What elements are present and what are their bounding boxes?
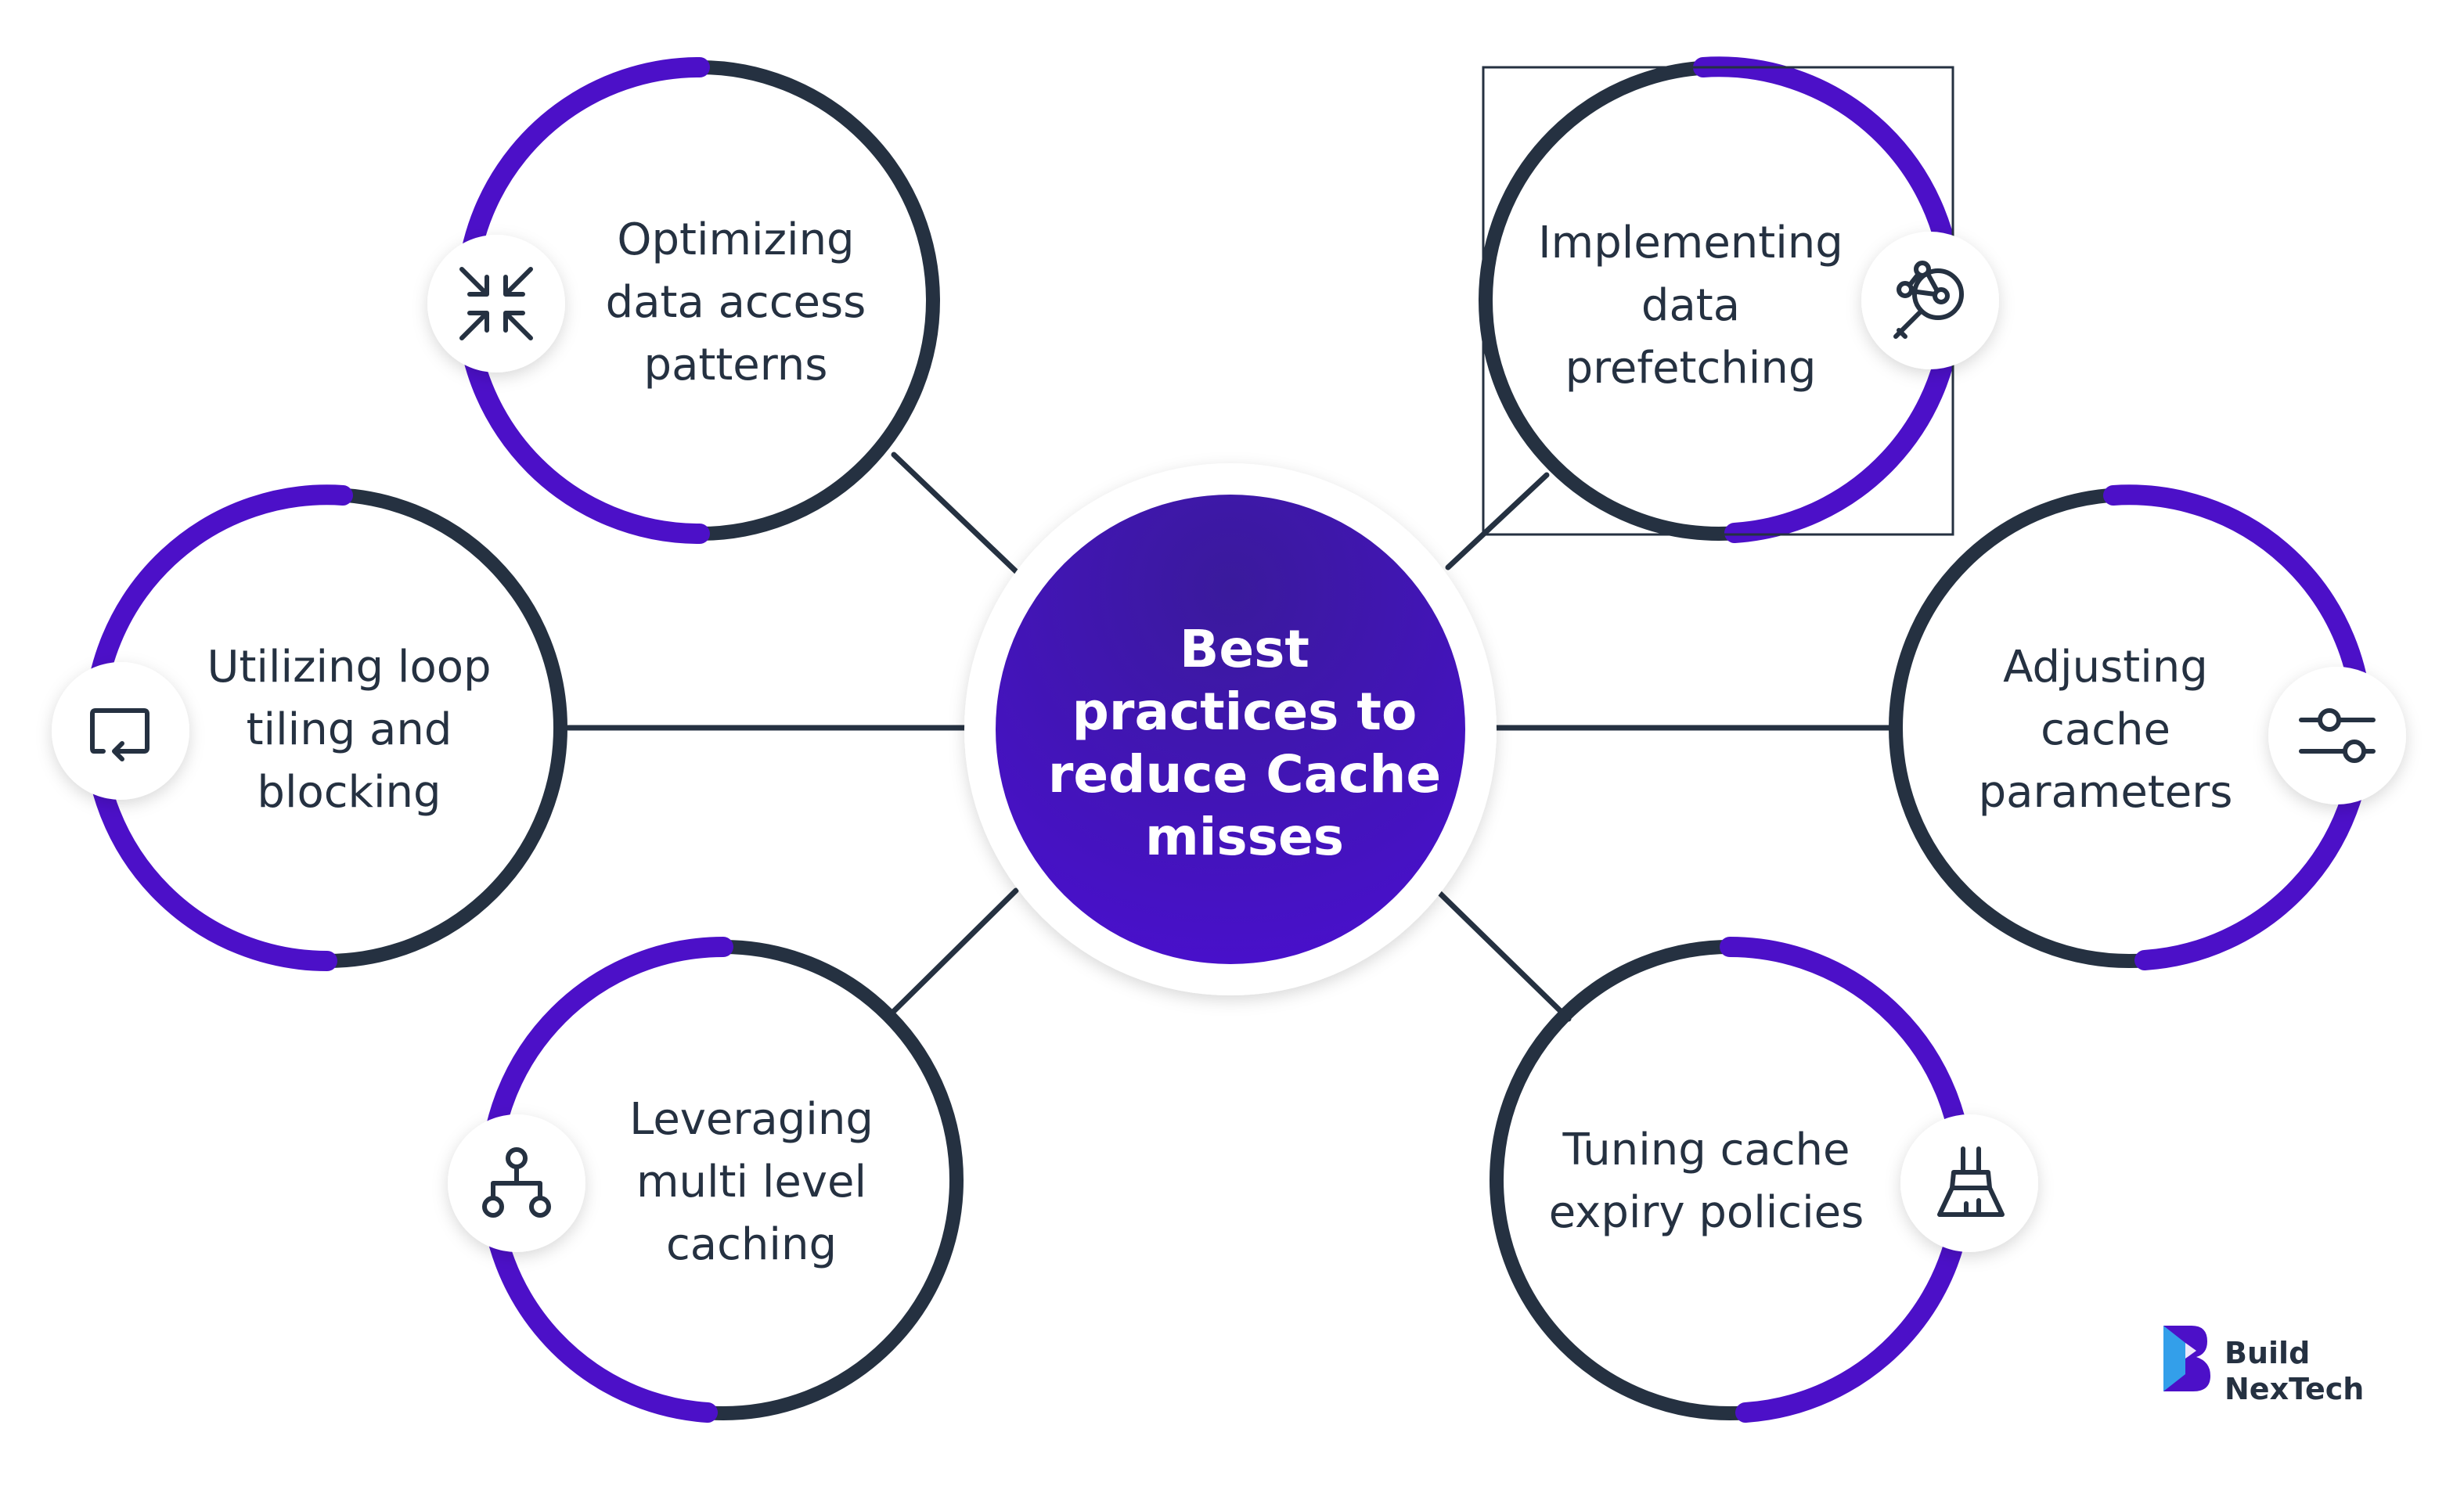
- center-title-line4: misses: [1144, 807, 1344, 867]
- label-loop-tiling-line3: blocking: [257, 767, 441, 818]
- sliders-icon: [2268, 667, 2406, 804]
- label-adjusting-line3: parameters: [1978, 767, 2233, 818]
- search-network-icon: [1861, 232, 1999, 369]
- label-prefetching-line1: Implementing: [1538, 218, 1843, 268]
- center-title-line2: practices to: [1072, 682, 1418, 742]
- center-circle: [996, 495, 1465, 964]
- label-multilevel-line1: Leveraging: [629, 1094, 874, 1145]
- center-title-line3: reduce Cache: [1047, 744, 1442, 804]
- center-title: Best practices to reduce Cache misses: [994, 603, 1495, 884]
- compress-arrows-icon: [427, 235, 565, 372]
- label-expiry: Tuning cache expiry policies: [1534, 1111, 1879, 1252]
- brand-name-line2: NexTech: [2224, 1372, 2365, 1406]
- connector-expiry: [1436, 889, 1572, 1022]
- label-loop-tiling-line2: tiling and: [246, 704, 452, 755]
- label-prefetching-line2: data: [1641, 280, 1741, 331]
- connector-prefetching: [1445, 472, 1550, 570]
- center-node: [964, 463, 1497, 995]
- label-multilevel-line2: multi level: [636, 1157, 867, 1207]
- hierarchy-icon: [448, 1114, 585, 1252]
- center-title-line1: Best: [1180, 619, 1309, 679]
- label-multilevel: Leveraging multi level caching: [595, 1085, 908, 1280]
- label-expiry-line2: expiry policies: [1548, 1187, 1864, 1238]
- broom-icon: [1900, 1114, 2038, 1252]
- label-adjusting-line1: Adjusting: [2003, 642, 2208, 693]
- brand-name: Build NexTech: [2224, 1335, 2364, 1407]
- label-adjusting-line2: cache: [2041, 704, 2170, 755]
- brand-logo-mark: [2163, 1326, 2210, 1391]
- connector-multilevel: [886, 887, 1019, 1019]
- label-loop-tiling: Utilizing loop tiling and blocking: [185, 632, 513, 828]
- connector-optimizing: [891, 452, 1021, 576]
- label-optimizing-line3: patterns: [643, 340, 828, 390]
- connector-lines: [565, 452, 1897, 1022]
- brand-name-line1: Build: [2224, 1336, 2311, 1370]
- label-prefetching: Implementing data prefetching: [1518, 208, 1863, 404]
- label-prefetching-line3: prefetching: [1565, 343, 1817, 394]
- label-optimizing-line2: data access: [605, 277, 866, 328]
- label-adjusting: Adjusting cache parameters: [1941, 632, 2270, 828]
- label-optimizing-line1: Optimizing: [617, 214, 855, 265]
- label-optimizing: Optimizing data access patterns: [579, 205, 892, 401]
- loop-return-icon: [52, 662, 189, 800]
- label-expiry-line1: Tuning cache: [1562, 1125, 1850, 1175]
- label-loop-tiling-line1: Utilizing loop: [207, 642, 492, 693]
- label-multilevel-line3: caching: [666, 1219, 837, 1270]
